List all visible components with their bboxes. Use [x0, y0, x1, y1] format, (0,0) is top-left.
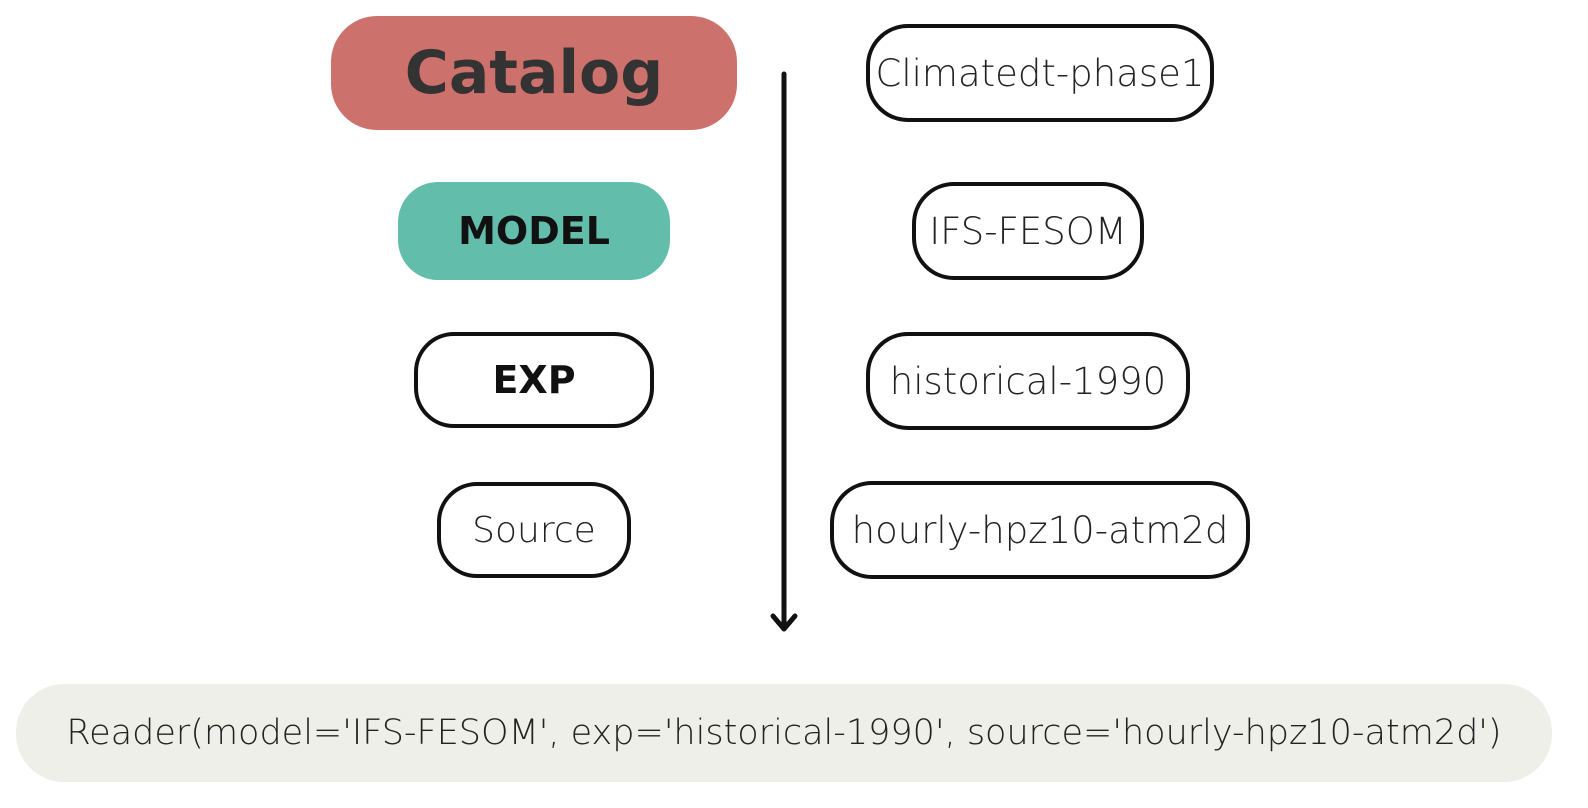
exp-value-pill: historical-1990 [866, 332, 1190, 430]
model-value: IFS-FESOM [929, 209, 1127, 253]
catalog-level-label: Catalog [404, 38, 664, 108]
model-value-pill: IFS-FESOM [912, 182, 1144, 280]
exp-value: historical-1990 [889, 359, 1167, 403]
arrow-head [770, 613, 798, 632]
source-value-pill: hourly-hpz10-atm2d [830, 481, 1250, 579]
model-level-label: MODEL [458, 209, 610, 253]
catalog-level-pill: Catalog [331, 16, 737, 130]
catalog-value: Climatedt-phase1 [875, 51, 1205, 95]
exp-level-pill: EXP [414, 332, 654, 428]
source-level-pill: Source [437, 482, 631, 578]
reader-call-code: Reader(model='IFS-FESOM', exp='historica… [66, 713, 1502, 753]
source-level-label: Source [472, 509, 596, 551]
reader-call-box: Reader(model='IFS-FESOM', exp='historica… [16, 684, 1552, 782]
model-level-pill: MODEL [398, 182, 670, 280]
down-arrow-icon [770, 71, 798, 632]
exp-level-label: EXP [492, 358, 576, 402]
source-value: hourly-hpz10-atm2d [851, 508, 1229, 552]
catalog-value-pill: Climatedt-phase1 [866, 24, 1214, 122]
